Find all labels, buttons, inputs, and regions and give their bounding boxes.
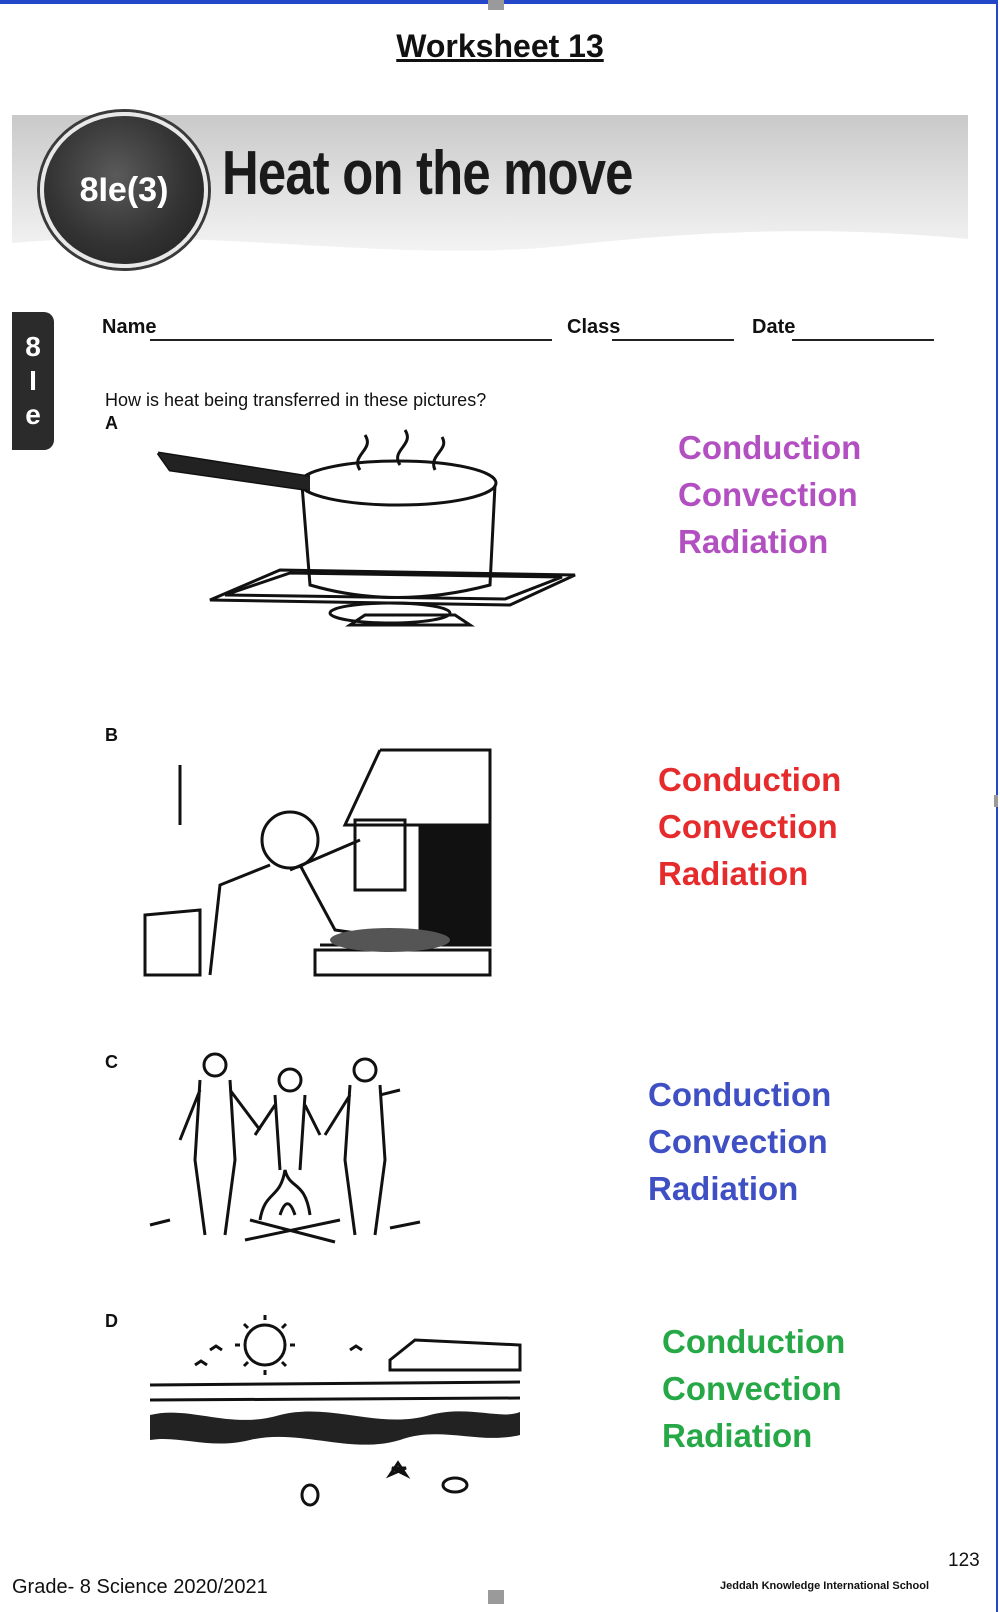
unit-side-tab: 8 I e: [12, 312, 54, 450]
choice-conduction[interactable]: Conduction: [678, 429, 862, 466]
item-letter-a: A: [105, 413, 118, 433]
choice-radiation[interactable]: Radiation: [678, 523, 829, 560]
beach-sun-icon: [149, 1315, 522, 1507]
item-letter-b: B: [105, 725, 118, 745]
class-label: Class: [567, 316, 621, 338]
resize-handle-top[interactable]: [488, 0, 504, 10]
topic-title: Heat on the move: [222, 139, 633, 208]
choice-radiation[interactable]: Radiation: [662, 1417, 813, 1454]
choice-convection[interactable]: Convection: [658, 808, 838, 845]
school-name: Jeddah Knowledge International School: [720, 1580, 930, 1592]
pan-on-stove-icon: [156, 429, 576, 627]
date-label: Date: [752, 316, 796, 338]
choice-convection[interactable]: Convection: [648, 1123, 828, 1160]
item-letter-c: C: [105, 1052, 118, 1072]
answer-choices-a: Conduction Convection Radiation: [678, 424, 861, 565]
worksheet-title: Worksheet 13: [396, 28, 604, 64]
campfire-people-icon: [149, 1052, 421, 1244]
answer-choices-d: Conduction Convection Radiation: [662, 1318, 845, 1459]
side-tab-char: 8: [25, 331, 41, 362]
choice-conduction[interactable]: Conduction: [658, 761, 842, 798]
choice-convection[interactable]: Convection: [662, 1370, 842, 1407]
question-text: How is heat being transferred in these p…: [105, 390, 487, 410]
choice-radiation[interactable]: Radiation: [648, 1170, 799, 1207]
choice-convection[interactable]: Convection: [678, 476, 858, 513]
name-label: Name: [102, 316, 157, 338]
choice-radiation[interactable]: Radiation: [658, 855, 809, 892]
name-field[interactable]: [150, 339, 552, 341]
blacksmith-forge-icon: [143, 748, 492, 977]
topic-code-badge: 8Ie(3): [40, 112, 208, 268]
date-field[interactable]: [792, 339, 934, 341]
class-field[interactable]: [612, 339, 734, 341]
answer-choices-b: Conduction Convection Radiation: [658, 756, 841, 897]
choice-conduction[interactable]: Conduction: [662, 1323, 846, 1360]
resize-handle-bottom[interactable]: [488, 1590, 504, 1604]
footer-grade-label: Grade- 8 Science 2020/2021: [12, 1576, 268, 1598]
choice-conduction[interactable]: Conduction: [648, 1076, 832, 1113]
side-tab-char: e: [25, 399, 41, 430]
side-tab-char: I: [29, 365, 37, 396]
answer-choices-c: Conduction Convection Radiation: [648, 1071, 831, 1212]
page-number: 123: [948, 1550, 980, 1571]
item-letter-d: D: [105, 1311, 118, 1331]
banner-wave: [12, 231, 968, 265]
resize-handle-right[interactable]: [994, 795, 998, 807]
